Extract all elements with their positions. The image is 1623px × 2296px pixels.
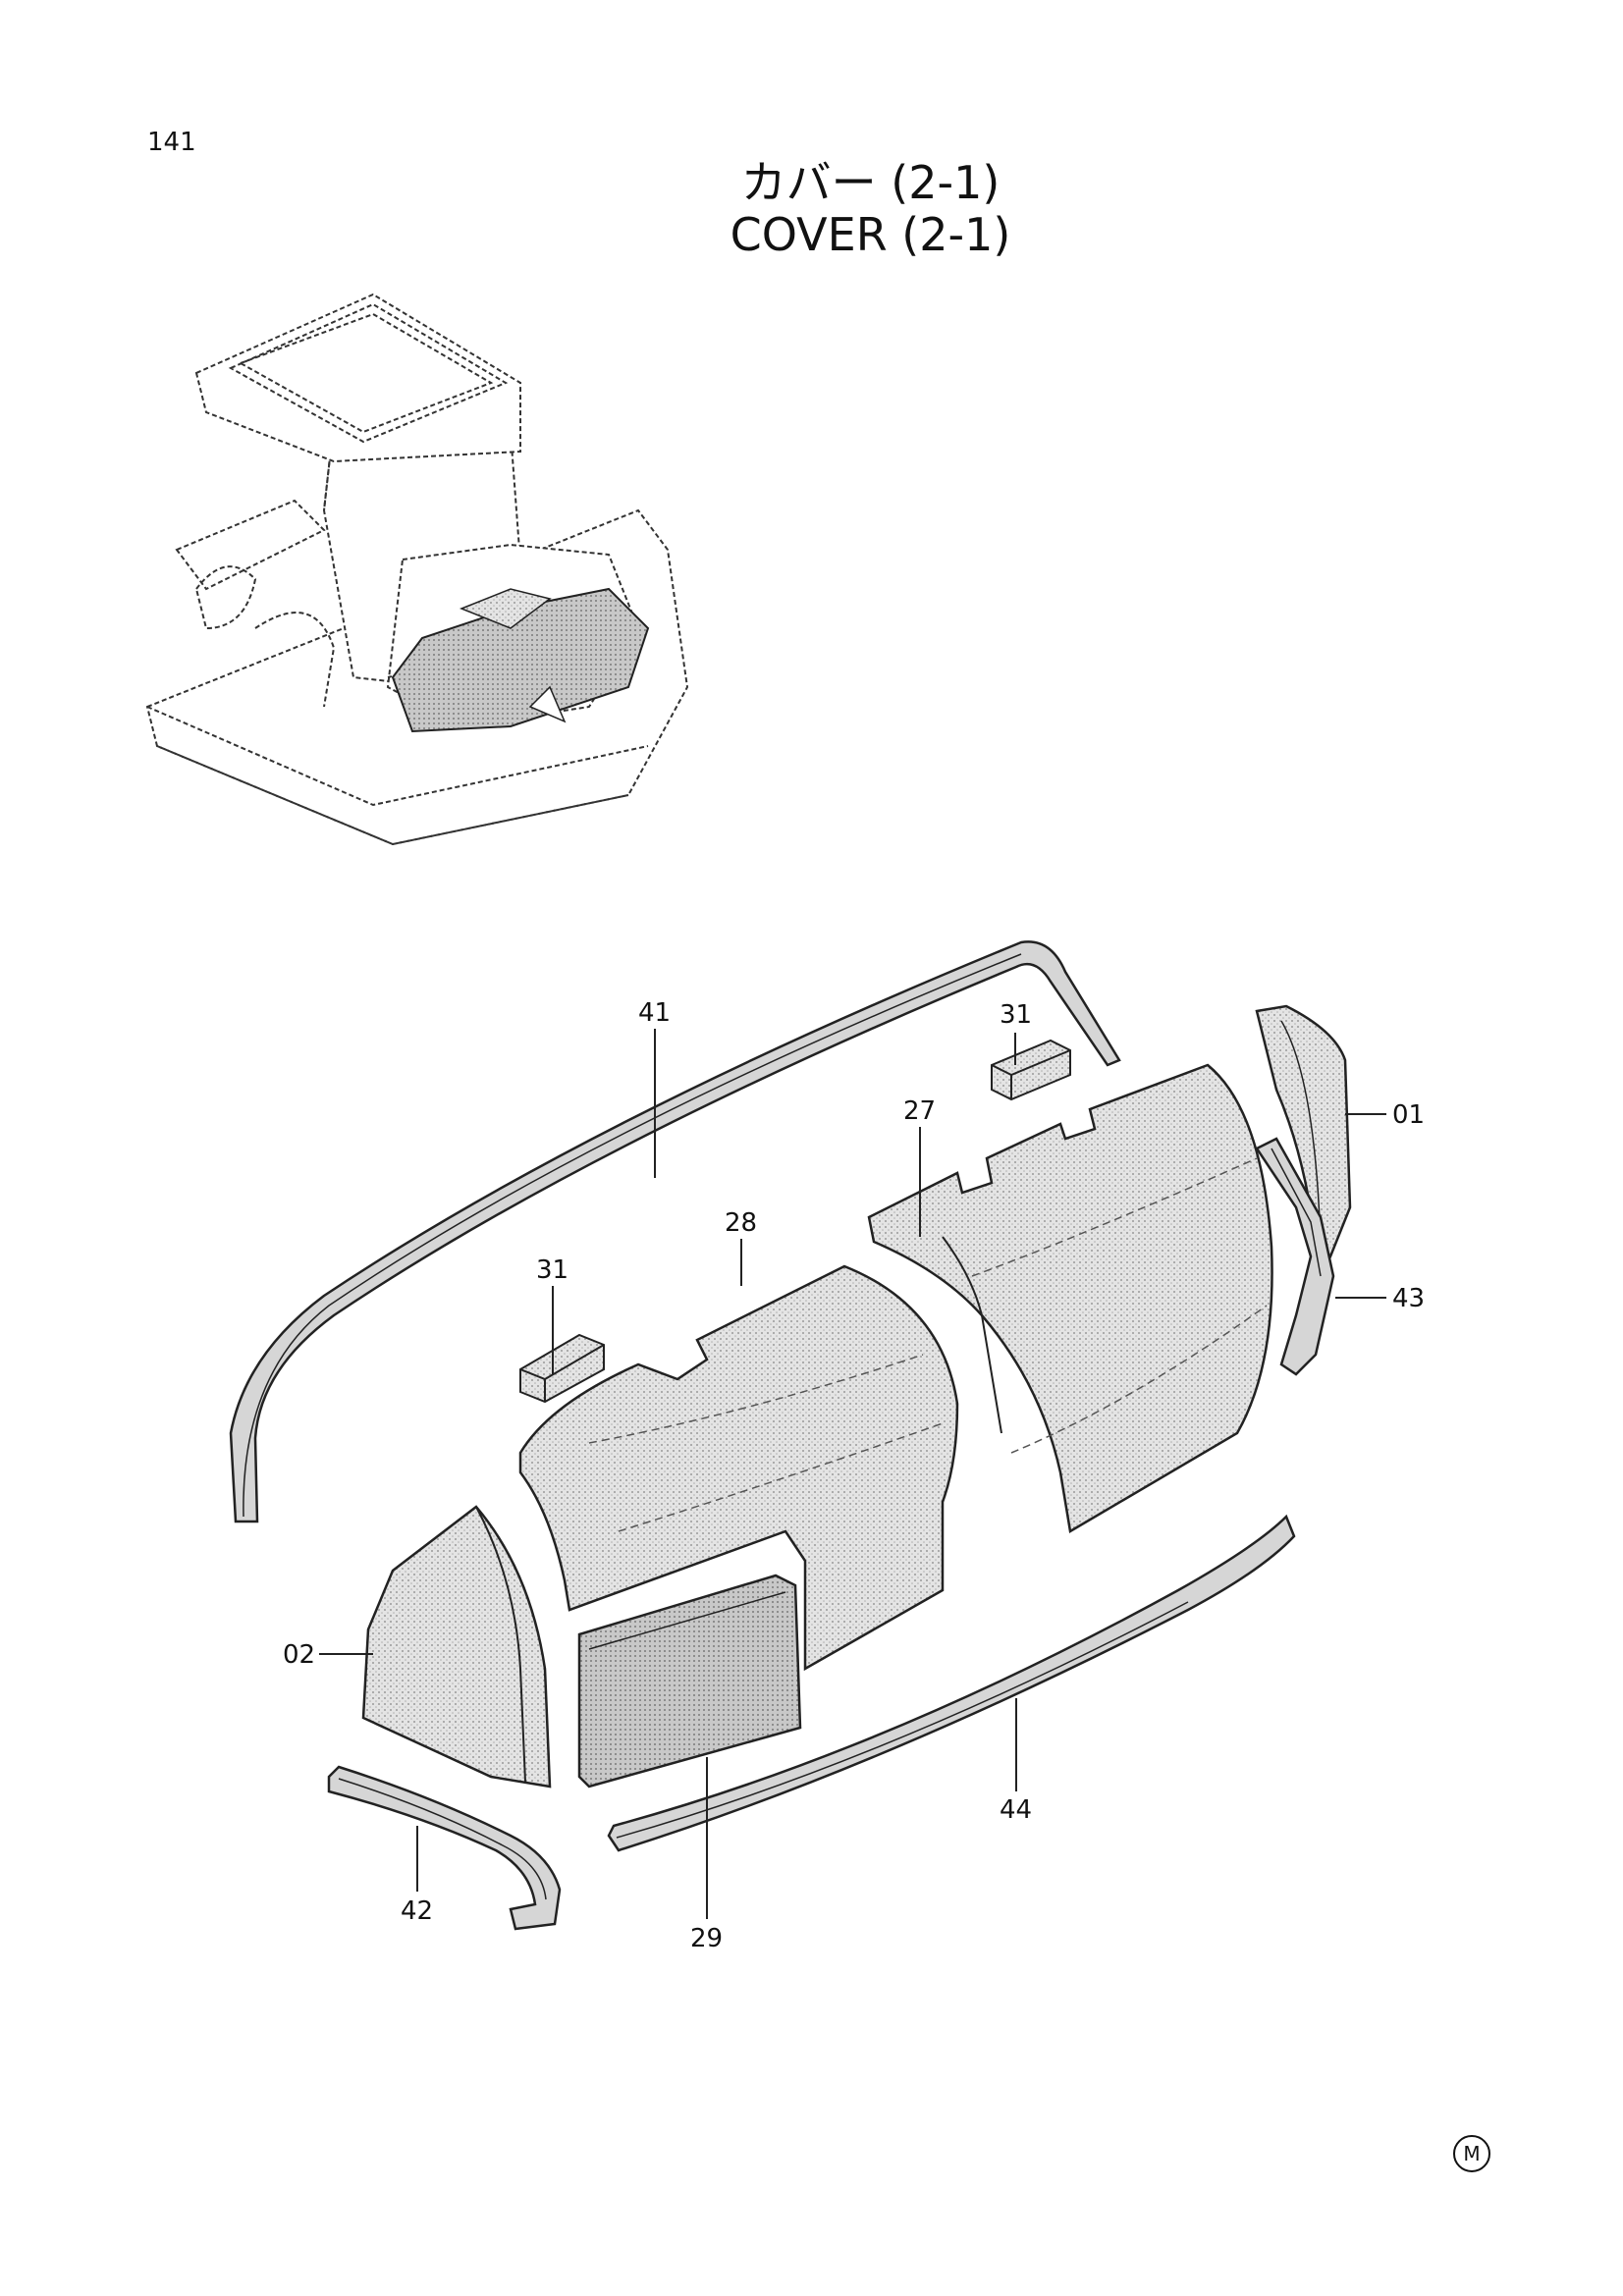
- title-english: COVER (2-1): [730, 208, 1011, 261]
- callout-31-upper: 31: [1000, 1000, 1032, 1030]
- page-number: 141: [147, 128, 196, 157]
- part-29-pad: [577, 1574, 802, 1789]
- part-31-foam-block-lower: [519, 1333, 605, 1404]
- callout-02: 02: [283, 1640, 315, 1670]
- callout-41: 41: [638, 998, 671, 1028]
- callout-01: 01: [1392, 1100, 1425, 1130]
- part-28-cover-panel: [518, 1264, 959, 1672]
- callout-29: 29: [690, 1924, 723, 1953]
- callout-31-lower: 31: [536, 1255, 568, 1285]
- callout-44: 44: [1000, 1795, 1032, 1825]
- callout-28: 28: [725, 1208, 757, 1238]
- part-44-seal-strip: [607, 1514, 1296, 1852]
- callout-42: 42: [401, 1896, 433, 1926]
- title-japanese: カバー (2-1): [740, 156, 1001, 209]
- part-31-foam-block-upper: [991, 1039, 1071, 1101]
- part-41-seal-strip: [229, 940, 1121, 1523]
- callout-43: 43: [1392, 1284, 1425, 1313]
- highlighted-cover-area: [391, 587, 650, 733]
- part-43-seal-strip: [1255, 1137, 1335, 1376]
- part-27-cover-panel: [867, 1063, 1273, 1533]
- leader-lines: [319, 1029, 1386, 1919]
- part-02-side-cover: [361, 1505, 552, 1789]
- part-42-seal-strip: [327, 1765, 562, 1931]
- manufacturer-mark: M: [1453, 2135, 1490, 2172]
- part-01-corner-cover: [1255, 1004, 1352, 1258]
- callout-27: 27: [903, 1096, 936, 1126]
- machine-overview-illustration: [145, 293, 689, 846]
